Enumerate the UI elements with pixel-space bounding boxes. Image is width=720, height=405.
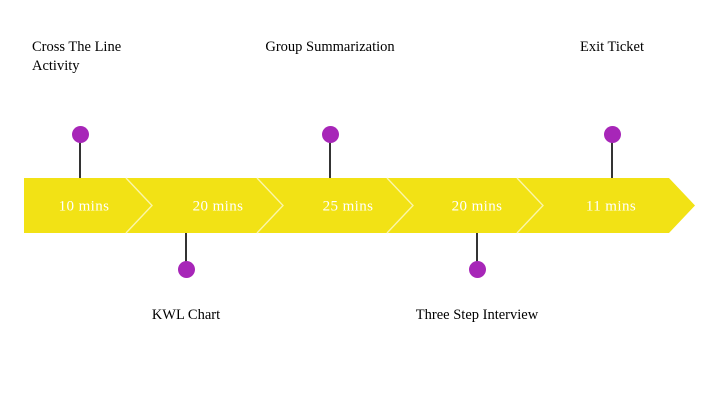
activity-label-4: KWL Chart — [151, 307, 221, 323]
chevron-divider-3 — [386, 177, 414, 234]
chevron-divider-2 — [256, 177, 284, 234]
chevron-divider-4 — [516, 177, 544, 234]
activity-label-3: Exit Ticket — [579, 39, 645, 55]
activity-label-1: Cross The Line Activity — [32, 39, 122, 74]
marker-dot-icon — [177, 260, 195, 278]
activity-label-2: Group Summarization — [265, 39, 395, 55]
marker-dot-icon — [603, 125, 621, 143]
segment-duration-2: 20 mins — [192, 198, 244, 214]
segment-duration-5: 11 mins — [585, 198, 637, 214]
segment-duration-4: 20 mins — [451, 198, 503, 214]
marker-dot-icon — [468, 260, 486, 278]
segment-duration-3: 25 mins — [322, 198, 374, 214]
marker-dot-icon — [321, 125, 339, 143]
activity-label-5: Three Step Interview — [415, 307, 539, 323]
segment-duration-1: 10 mins — [58, 198, 110, 214]
chevron-divider-1 — [125, 177, 153, 234]
marker-dot-icon — [71, 125, 89, 143]
